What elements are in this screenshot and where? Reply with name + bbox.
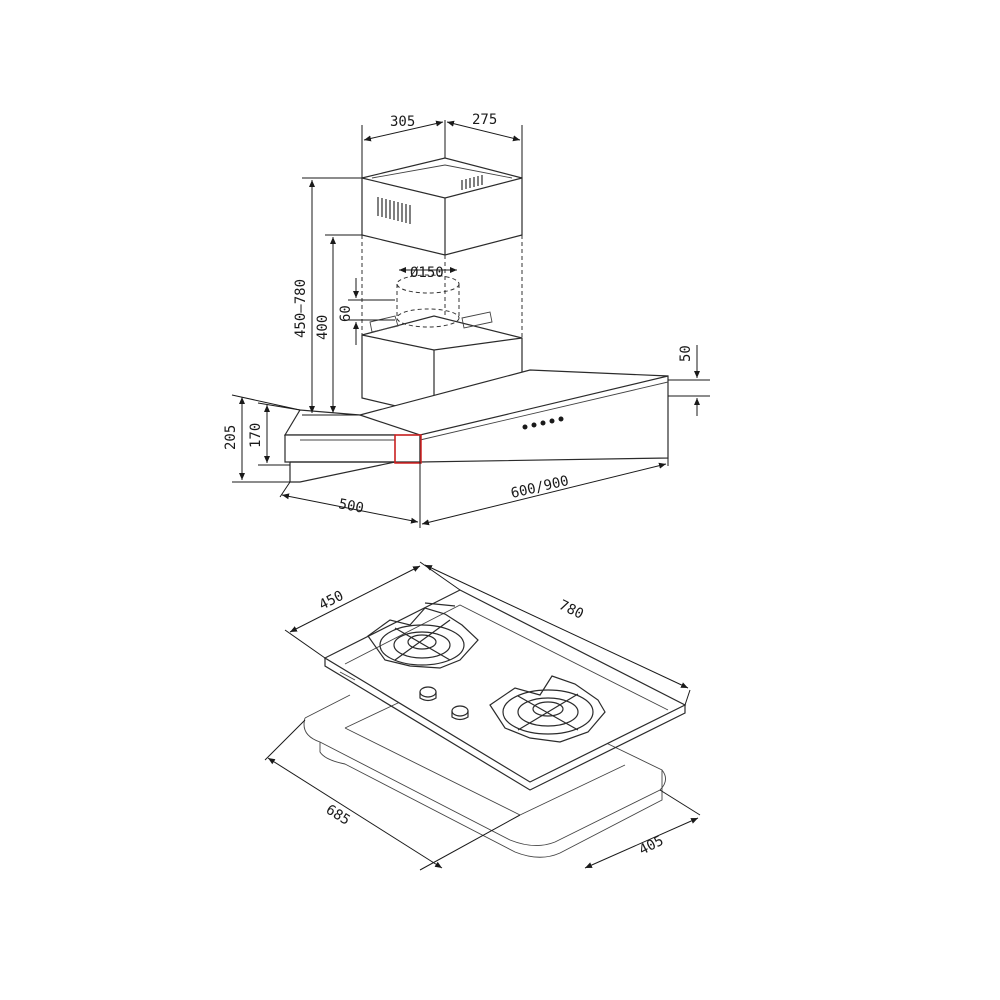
dim-panel-thickness: 50 [678,345,694,362]
dim-inner-chimney-height: 400 [315,315,331,340]
hob-top-plate [323,589,687,791]
hood-body [283,369,669,483]
counter-cutout [303,694,666,858]
dim-cutout-depth: 405 [637,833,667,859]
control-knobs [419,686,469,721]
dim-hood-width: 600/900 [509,473,570,502]
dim-hood-depth: 500 [337,496,365,517]
vent-slots-right [461,175,483,190]
dim-chimney-width: 305 [390,114,415,130]
dim-cutout-width: 685 [323,802,353,829]
dim-hood-height: 170 [248,423,264,448]
dim-chimney-depth: 275 [472,112,497,128]
chimney-cover [361,157,523,256]
gas-hob-drawing: 450 780 685 405 [264,561,701,871]
vent-slots-left [377,197,411,224]
detail-highlight-box [394,434,422,464]
dim-duct-diameter: Ø150 [410,265,444,281]
control-buttons [522,416,564,430]
dim-total-height: 205 [223,425,239,450]
dim-chimney-height-range: 450–780 [293,279,309,338]
range-hood-drawing: 305 275 450–780 400 60 Ø150 50 [223,112,710,528]
right-burner [489,675,606,743]
dim-hob-width: 780 [556,597,586,622]
dim-hob-depth: 450 [317,588,347,614]
dim-collar-height: 60 [338,305,354,322]
